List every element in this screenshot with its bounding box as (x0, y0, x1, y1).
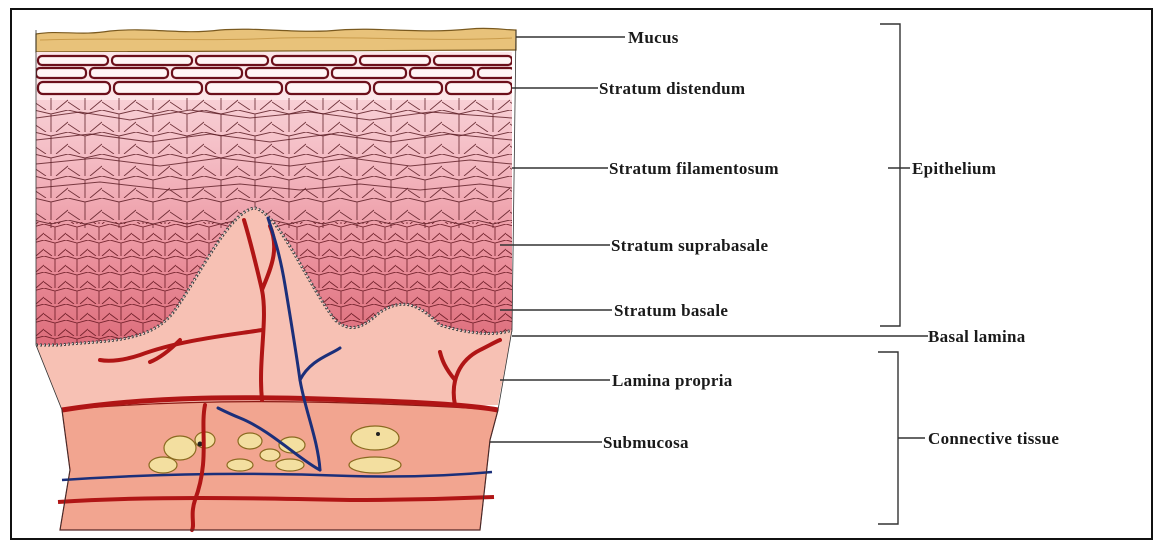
label-stratum-basale: Stratum basale (614, 301, 728, 320)
stratum-distendum-cells (36, 52, 516, 100)
label-basal-lamina: Basal lamina (928, 327, 1026, 346)
label-submucosa: Submucosa (603, 433, 689, 452)
label-stratum-suprabasale: Stratum suprabasale (611, 236, 768, 255)
connective-tissue-bracket (878, 352, 898, 524)
label-stratum-filamentosum: Stratum filamentosum (609, 159, 779, 178)
label-epithelium: Epithelium (912, 159, 996, 178)
label-stratum-distendum: Stratum distendum (599, 79, 745, 98)
epithelium-bracket (880, 24, 900, 326)
label-lamina-propria: Lamina propria (612, 371, 733, 390)
label-mucus: Mucus (628, 28, 679, 47)
label-connective-tissue: Connective tissue (928, 429, 1059, 448)
mucus-layer (36, 28, 516, 52)
